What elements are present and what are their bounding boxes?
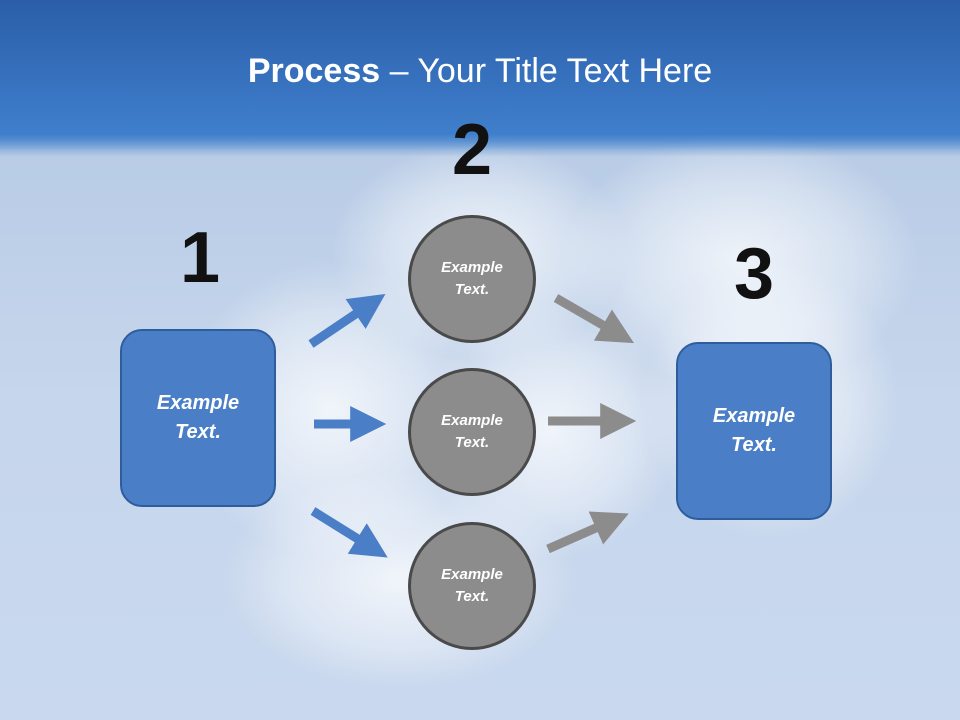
arrow-to-bottom-circle [310, 507, 388, 558]
slide-title: Process – Your Title Text Here [0, 52, 960, 91]
title-bold-part: Process [247, 52, 381, 90]
start-box: Example Text. [120, 329, 276, 507]
step-number-1: 1 [179, 218, 221, 298]
title-rest-part: – Your Title Text Here [380, 52, 713, 90]
step-number-3: 3 [733, 234, 775, 314]
title-bar [0, 0, 960, 157]
arrow-from-bottom-circle [546, 511, 629, 554]
circle-middle: Example Text. [408, 368, 536, 496]
step-number-2: 2 [451, 110, 493, 190]
circle-top: Example Text. [408, 215, 536, 343]
arrow-from-top-circle [553, 294, 635, 344]
end-box: Example Text. [676, 342, 832, 520]
circle-bottom: Example Text. [408, 522, 536, 650]
arrow-to-top-circle [308, 293, 386, 348]
